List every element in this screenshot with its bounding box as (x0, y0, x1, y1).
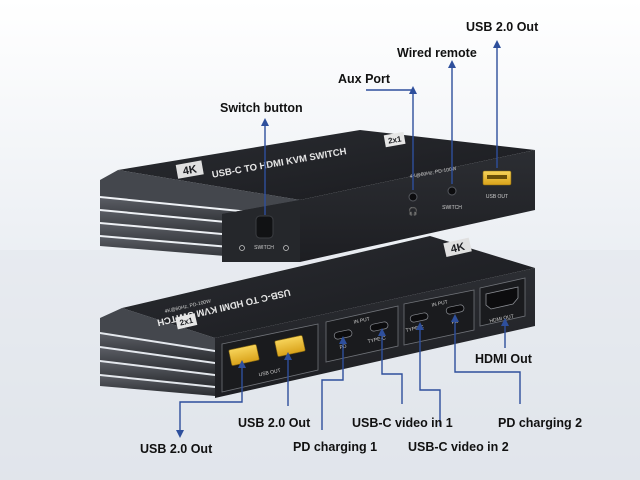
usb-out-label-front: USB OUT (486, 194, 508, 200)
badge-front: 2x1 (387, 134, 402, 145)
callout-usb-out-mid: USB 2.0 Out (238, 416, 311, 430)
brand-front: 4K (182, 163, 198, 177)
callout-usb-out-top: USB 2.0 Out (466, 20, 539, 34)
callout-pd-charging-1: PD charging 1 (293, 440, 378, 454)
device-front-view: SWITCH 🎧 SWITCH USB OUT 4K USB-C TO HDMI… (100, 130, 535, 262)
input-panel-2 (403, 289, 475, 346)
typec-port-1[interactable] (369, 321, 389, 332)
typec-label-1: TYPE-C (367, 335, 387, 345)
led-2-icon (283, 245, 289, 251)
connector-usbc-video-1 (381, 334, 403, 404)
input-label-1: IN PUT (353, 316, 370, 325)
usb-port-back-1[interactable] (228, 344, 260, 366)
device-back-top-surface (122, 236, 535, 338)
typec-label-2: TYPE-C (405, 324, 425, 334)
headphone-icon: 🎧 (408, 206, 418, 216)
callout-aux-port: Aux Port (338, 72, 391, 86)
callout-usbc-video-1: USB-C video in 1 (352, 416, 453, 430)
typec-port-2[interactable] (409, 312, 429, 323)
wired-remote-port[interactable] (447, 186, 457, 196)
hdmi-port[interactable] (485, 286, 519, 310)
led-1-icon (239, 245, 245, 251)
switch-label: SWITCH (254, 245, 274, 251)
callout-wired-remote: Wired remote (397, 46, 477, 60)
usb-out-label-back: USB OUT (258, 368, 281, 378)
brand-badge-front (175, 160, 204, 179)
connector-usb-out-left (179, 366, 243, 432)
usb-port-back-2[interactable] (274, 335, 306, 357)
callout-usbc-video-2: USB-C video in 2 (408, 440, 509, 454)
callout-connectors (176, 40, 521, 438)
connector-pd-charging-2 (454, 320, 521, 404)
input-panel-1 (325, 305, 399, 363)
connector-pd-charging-1 (321, 342, 344, 430)
input-label-2: IN PUT (431, 299, 448, 308)
callout-switch-button: Switch button (220, 101, 303, 115)
badge-back: 2x1 (179, 316, 195, 328)
callout-hdmi-out: HDMI Out (475, 352, 532, 366)
device-back-view: USB OUT IN PUT PD TYPE-C IN PUT TYPE-C P… (100, 236, 535, 398)
device-back-fins (100, 308, 215, 396)
callout-pd-charging-2: PD charging 2 (498, 416, 583, 430)
hdmi-out-label: HDMI OUT (489, 314, 514, 325)
device-front-top-surface (118, 130, 535, 200)
callout-usb-out-left: USB 2.0 Out (140, 442, 213, 456)
aux-port[interactable] (408, 192, 418, 202)
remote-switch-label: SWITCH (442, 205, 462, 211)
device-front-face (222, 150, 535, 262)
brand-back: 4K (450, 241, 466, 256)
switch-button[interactable] (255, 215, 274, 239)
pd-port-2[interactable] (445, 304, 465, 315)
connector-usbc-video-2 (419, 328, 441, 426)
